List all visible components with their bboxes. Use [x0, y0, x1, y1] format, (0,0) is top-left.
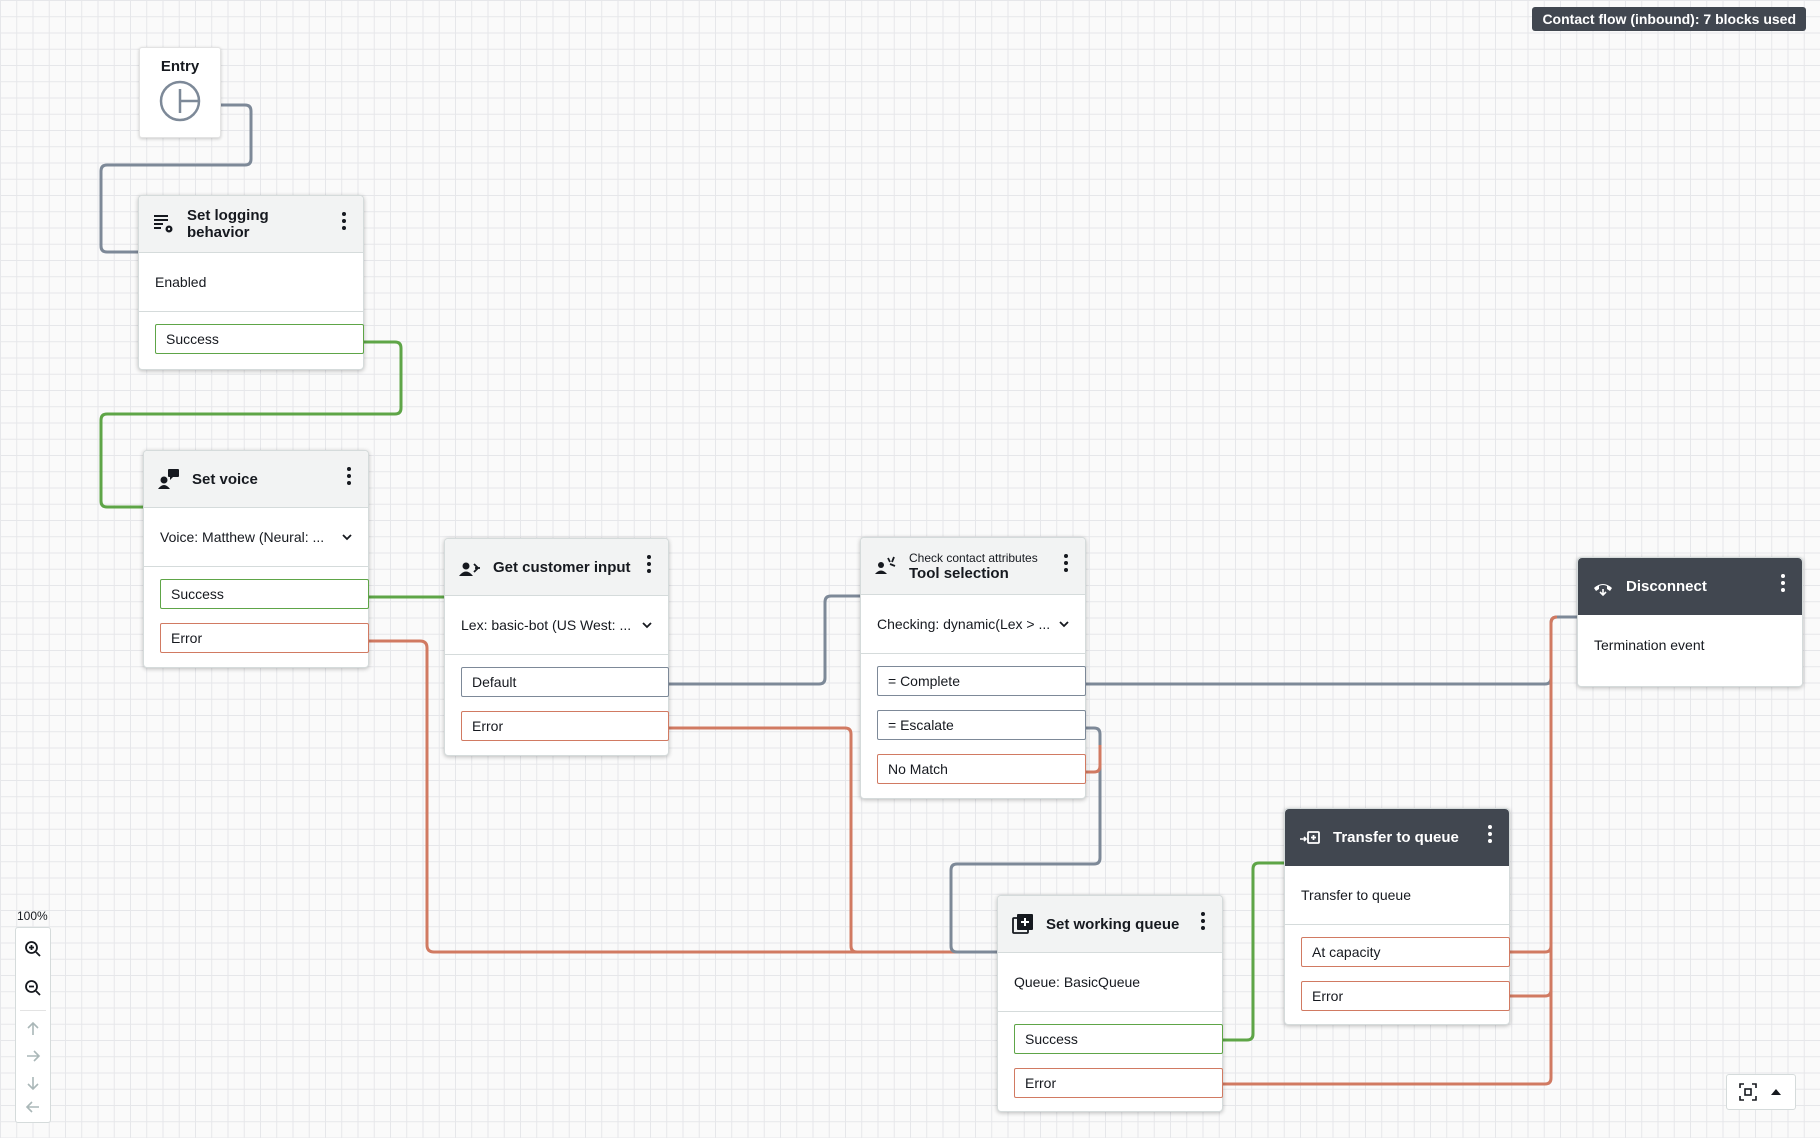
block-info: Transfer to queue	[1285, 866, 1509, 925]
block-header: Set working queue	[998, 896, 1222, 953]
pan-right-icon[interactable]	[16, 1041, 50, 1071]
branch-list: Success Error	[998, 1012, 1223, 1120]
block-title: Disconnect	[1626, 578, 1707, 595]
block-check-contact-attributes[interactable]: Check contact attributes Tool selection …	[860, 537, 1086, 799]
zoom-controls	[15, 927, 51, 1123]
block-set-logging-behavior[interactable]: Set logging behavior Enabled Success	[138, 195, 364, 370]
voice-dropdown-value: Voice: Matthew (Neural: ...	[160, 529, 325, 545]
block-title-line2: behavior	[187, 224, 250, 241]
block-menu-icon[interactable]	[1776, 570, 1790, 596]
zoom-out-icon[interactable]	[16, 973, 50, 1003]
block-title: Set working queue	[1046, 915, 1180, 933]
block-menu-icon[interactable]	[1059, 550, 1073, 576]
zoom-in-icon[interactable]	[16, 934, 50, 964]
zoom-level: 100%	[17, 909, 48, 923]
logging-gear-icon	[153, 213, 175, 235]
branch-error[interactable]: Error	[160, 623, 369, 653]
block-info: Queue: BasicQueue	[998, 953, 1222, 1012]
block-title: Tool selection	[909, 564, 1009, 582]
block-header: Set voice	[144, 451, 368, 508]
block-header: Disconnect	[1578, 558, 1802, 615]
chevron-down-icon	[642, 622, 652, 629]
block-transfer-to-queue[interactable]: Transfer to queue Transfer to queue At c…	[1284, 808, 1510, 1025]
wire-transfer-error-to-disconnect	[1510, 989, 1553, 998]
branch-success[interactable]: Success	[160, 579, 369, 609]
add-queue-icon	[1012, 913, 1034, 935]
block-type-label: Check contact attributes	[909, 550, 1038, 565]
branch-list: Default Error	[445, 655, 669, 763]
caret-up-icon[interactable]	[1769, 1085, 1783, 1099]
attribute-dropdown-value: Checking: dynamic(Lex > ...	[877, 616, 1051, 632]
block-title: Transfer to queue	[1333, 829, 1459, 846]
block-disconnect[interactable]: Disconnect Termination event	[1577, 557, 1803, 687]
wire-input-default-to-check	[669, 594, 873, 686]
branch-no-match[interactable]: No Match	[877, 754, 1086, 784]
entry-point-icon[interactable]	[158, 79, 202, 123]
branch-list: = Complete = Escalate No Match	[861, 654, 1086, 806]
block-title: Set logging	[187, 207, 269, 224]
entry-label: Entry	[160, 58, 200, 75]
transfer-queue-icon	[1299, 827, 1321, 849]
wire-transfer-capacity-to-disconnect	[1510, 945, 1553, 954]
block-menu-icon[interactable]	[642, 551, 656, 577]
block-menu-icon[interactable]	[342, 463, 356, 489]
block-header: Set logging behavior	[139, 196, 363, 253]
branch-error[interactable]: Error	[1301, 981, 1510, 1011]
block-info: Termination event	[1594, 637, 1705, 653]
pan-left-icon[interactable]	[16, 1092, 50, 1122]
block-menu-icon[interactable]	[1196, 908, 1210, 934]
block-menu-icon[interactable]	[337, 208, 351, 234]
lex-bot-dropdown[interactable]: Lex: basic-bot (US West: ...	[445, 596, 668, 655]
fit-to-screen-icon[interactable]	[1739, 1083, 1757, 1101]
branch-list: Success	[139, 312, 364, 376]
branch-error[interactable]: Error	[1014, 1068, 1223, 1098]
block-title: Get customer input	[493, 558, 631, 576]
block-header: Transfer to queue	[1285, 809, 1509, 866]
wire-nomatch-to-queue	[1086, 745, 1102, 774]
disconnect-phone-icon	[1592, 576, 1614, 598]
block-info: Enabled	[139, 253, 363, 312]
block-header: Check contact attributes Tool selection	[861, 538, 1085, 595]
block-set-working-queue[interactable]: Set working queue Queue: BasicQueue Succ…	[997, 895, 1223, 1112]
canvas-view-controls	[1726, 1074, 1796, 1110]
block-title: Set voice	[192, 470, 258, 488]
voice-dropdown[interactable]: Voice: Matthew (Neural: ...	[144, 508, 368, 567]
block-menu-icon[interactable]	[1483, 821, 1497, 847]
block-set-voice[interactable]: Set voice Voice: Matthew (Neural: ... Su…	[143, 450, 369, 668]
block-header: Get customer input	[445, 539, 668, 596]
branch-escalate[interactable]: = Escalate	[877, 710, 1086, 740]
branch-complete[interactable]: = Complete	[877, 666, 1086, 696]
branch-list: At capacity Error	[1285, 925, 1510, 1033]
attribute-dropdown[interactable]: Checking: dynamic(Lex > ...	[861, 595, 1085, 654]
block-get-customer-input[interactable]: Get customer input Lex: basic-bot (US We…	[444, 538, 669, 756]
entry-block[interactable]: Entry	[139, 47, 221, 138]
customer-input-icon	[459, 556, 481, 578]
pan-down-icon[interactable]	[16, 1068, 50, 1098]
branch-at-capacity[interactable]: At capacity	[1301, 937, 1510, 967]
wire-complete-to-disconnect	[1086, 615, 1588, 686]
pan-up-icon[interactable]	[16, 1014, 50, 1044]
lex-bot-dropdown-value: Lex: basic-bot (US West: ...	[461, 617, 632, 633]
chevron-down-icon	[1059, 621, 1069, 628]
branch-success[interactable]: Success	[155, 324, 364, 354]
branch-success[interactable]: Success	[1014, 1024, 1223, 1054]
branch-default[interactable]: Default	[461, 667, 669, 697]
voice-icon	[158, 468, 180, 490]
branch-list: Success Error	[144, 567, 369, 675]
branch-error[interactable]: Error	[461, 711, 669, 741]
flow-summary-badge: Contact flow (inbound): 7 blocks used	[1532, 7, 1806, 31]
check-attributes-icon	[875, 555, 897, 577]
chevron-down-icon	[342, 534, 352, 541]
